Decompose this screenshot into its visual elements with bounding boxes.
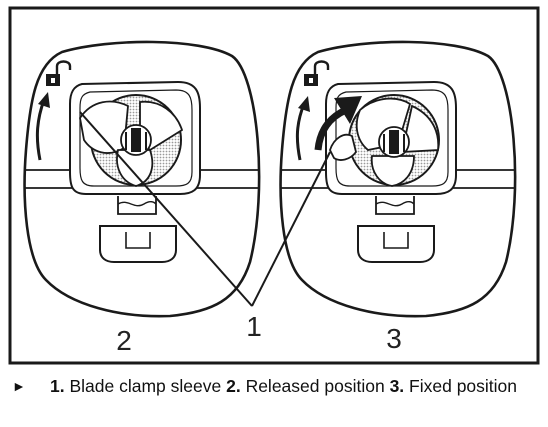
curved-arrow-icon [35,92,50,161]
unlocked-padlock-icon [46,60,72,86]
caption-item-3: Fixed position [404,376,518,396]
label-callout: 1 [246,311,262,342]
caption-number-2: 2. [226,376,241,396]
blade-clamp-diagram: 2 3 1 [8,6,540,365]
caption-item-2: Released position [240,376,390,396]
bullet-icon: ► [12,378,26,394]
caption-item-1: Blade clamp sleeve [64,376,227,396]
curved-arrow-icon [295,96,310,161]
panel-fixed [279,40,517,318]
callout-lines [79,111,331,307]
arrowhead-icon [314,96,362,151]
panel-released [23,40,261,318]
figure-caption: ► 1. Blade clamp sleeve 2. Released posi… [12,374,542,398]
unlocked-padlock-icon [304,60,330,86]
caption-number-1: 1. [50,376,65,396]
label-fixed: 3 [386,323,402,354]
caption-number-3: 3. [389,376,405,396]
label-released: 2 [116,325,132,356]
caption-text: 1. Blade clamp sleeve 2. Released positi… [50,374,542,398]
